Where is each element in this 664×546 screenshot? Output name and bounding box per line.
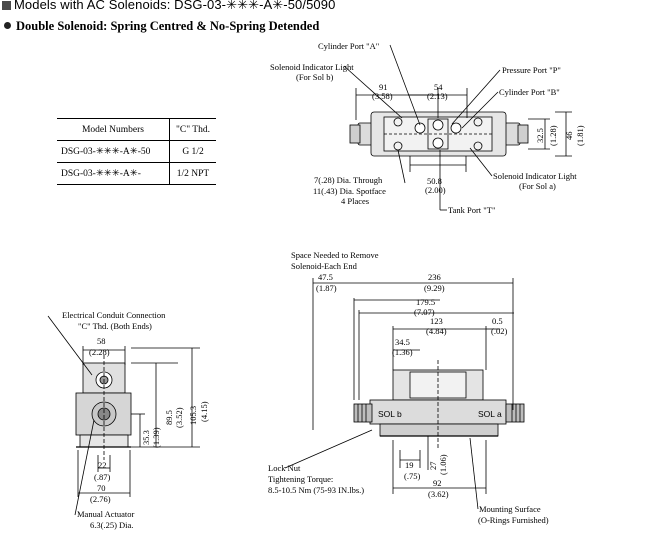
actuator-label: Manual Actuator — [77, 509, 135, 519]
cyl-port-b-label: Cylinder Port "B" — [499, 87, 560, 97]
page-title: Models with AC Solenoids: DSG-03-✳✳✳-A✳-… — [14, 0, 336, 12]
dim-1795-in: (7.07) — [414, 307, 435, 317]
subtitle-text: Double Solenoid: Spring Centred & No-Spr… — [16, 19, 320, 33]
space-sub: Solenoid-Each End — [291, 261, 358, 271]
lock-nut-label: Lock Nut — [268, 463, 301, 473]
pressure-port-label: Pressure Port "P" — [502, 65, 561, 75]
front-view — [284, 278, 525, 510]
dim-123: 123 — [430, 316, 443, 326]
dim-508: 50.8 — [427, 176, 442, 186]
dim-92: 92 — [433, 478, 442, 488]
dim-91: 91 — [379, 82, 388, 92]
table-row: DSG-03-✳✳✳-A✳-50 G 1/2 — [57, 140, 216, 163]
dim-22-in: (.87) — [94, 472, 110, 482]
hole-label-1: 7(.28) Dia. Through — [314, 175, 383, 185]
dim-19-in: (.75) — [404, 471, 420, 481]
dim-325-in: (1.28) — [548, 125, 558, 146]
dim-54: 54 — [434, 82, 443, 92]
sol-light-a-sub: (For Sol a) — [519, 181, 556, 191]
end-view — [47, 315, 200, 516]
model-cell: DSG-03-✳✳✳-A✳- — [57, 162, 170, 185]
dim-325: 32.5 — [535, 128, 545, 143]
dim-353-in: (1.39) — [151, 427, 161, 448]
dim-475: 47.5 — [318, 272, 333, 282]
column-header: "C" Thd. — [169, 118, 216, 141]
sol-a-label: SOL a — [478, 409, 502, 419]
sol-light-a-label: Solenoid Indicator Light — [493, 171, 577, 181]
sol-light-b-sub: (For Sol b) — [296, 72, 333, 82]
model-cell: DSG-03-✳✳✳-A✳-50 — [57, 140, 170, 163]
cyl-port-a-label: Cylinder Port "A" — [318, 41, 379, 51]
dim-895: 89.5 — [164, 410, 174, 425]
dim-58-in: (2.28) — [89, 347, 110, 357]
dim-236-in: (9.29) — [424, 283, 445, 293]
dim-1795: 179.5 — [416, 297, 435, 307]
dim-19: 19 — [405, 460, 414, 470]
dim-92-in: (3.62) — [428, 489, 449, 499]
thread-cell: G 1/2 — [169, 140, 216, 163]
dim-46-in: (1.81) — [575, 125, 585, 146]
dim-27: 27 — [428, 462, 438, 471]
dim-46: 46 — [564, 132, 574, 141]
conduit-sub: "C" Thd. (Both Ends) — [78, 321, 152, 331]
dim-70: 70 — [97, 483, 106, 493]
dim-05: 0.5 — [492, 316, 503, 326]
table-header-row: Model Numbers "C" Thd. — [57, 118, 216, 141]
section-subtitle: Double Solenoid: Spring Centred & No-Spr… — [4, 19, 319, 34]
thread-cell: 1/2 NPT — [169, 162, 216, 185]
header-bar: Models with AC Solenoids: DSG-03-✳✳✳-A✳-… — [0, 0, 664, 12]
tank-port-label: Tank Port "T" — [448, 205, 495, 215]
dim-345-in: (1.36) — [392, 347, 413, 357]
dim-58: 58 — [97, 336, 106, 346]
bullet-icon — [4, 22, 11, 29]
mount-sub: (O-Rings Furnished) — [478, 515, 549, 525]
dim-475-in: (1.87) — [316, 283, 337, 293]
dim-345: 34.5 — [395, 337, 410, 347]
header-square-icon — [2, 1, 11, 10]
dim-123-in: (4.84) — [426, 326, 447, 336]
dim-05-in: (.02) — [491, 326, 507, 336]
hole-label-2: 11(.43) Dia. Spotface — [313, 186, 386, 196]
dim-1053-in: (4.15) — [199, 401, 209, 422]
torque-label: Tightening Torque: — [268, 474, 333, 484]
dim-353: 35.3 — [141, 430, 151, 445]
dim-895-in: (3.52) — [174, 407, 184, 428]
column-header: Model Numbers — [57, 118, 170, 141]
table-row: DSG-03-✳✳✳-A✳- 1/2 NPT — [57, 162, 216, 185]
dim-91-in: (3.58) — [372, 91, 393, 101]
hole-label-3: 4 Places — [341, 196, 369, 206]
dim-22: 22 — [98, 460, 107, 470]
dim-54-in: (2.13) — [427, 91, 448, 101]
top-view — [343, 44, 572, 211]
dim-508-in: (2.00) — [425, 185, 446, 195]
space-label: Space Needed to Remove — [291, 250, 379, 260]
dim-27-in: (1.06) — [438, 454, 448, 475]
dim-70-in: (2.76) — [90, 494, 111, 504]
conduit-label: Electrical Conduit Connection — [62, 310, 166, 320]
sol-light-b-label: Solenoid Indicator Light — [270, 62, 354, 72]
model-table: Model Numbers "C" Thd. DSG-03-✳✳✳-A✳-50 … — [57, 118, 216, 185]
dim-236: 236 — [428, 272, 441, 282]
torque-value: 8.5-10.5 Nm (75-93 IN.lbs.) — [268, 485, 364, 495]
dim-1053: 105.3 — [188, 406, 198, 425]
mount-label: Mounting Surface — [479, 504, 541, 514]
actuator-sub: 6.3(.25) Dia. — [90, 520, 133, 530]
sol-b-label: SOL b — [378, 409, 402, 419]
